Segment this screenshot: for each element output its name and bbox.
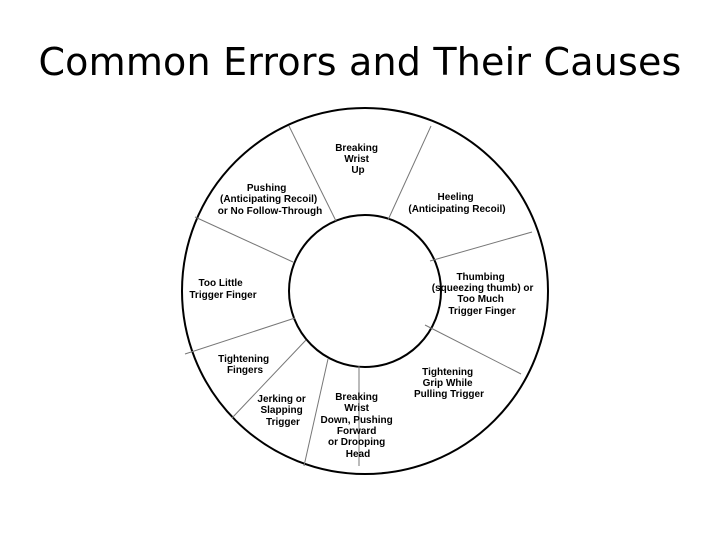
label-line: Up	[351, 165, 364, 176]
outer-ring	[181, 107, 549, 475]
label-line: Forward	[337, 426, 376, 437]
label-line: or Drooping	[328, 437, 385, 448]
label-line: Too Little	[198, 278, 243, 289]
label-line: (Anticipating Recoil)	[408, 204, 505, 215]
label-line: Trigger	[266, 417, 300, 428]
label-line: Tightening	[218, 354, 269, 365]
label-line: Trigger Finger	[448, 306, 515, 317]
divider-line	[429, 231, 533, 262]
label-line: Pulling Trigger	[414, 389, 484, 400]
label-thumbing: Thumbing (squeezing thumb) or Too Much T…	[432, 272, 536, 317]
label-line: Breaking	[335, 392, 378, 403]
divider-line	[194, 216, 294, 263]
label-line: Fingers	[227, 365, 264, 376]
divider-line	[231, 339, 307, 419]
label-line: Tightening	[422, 367, 473, 378]
label-line: (squeezing thumb) or	[432, 283, 534, 294]
label-line: Down, Pushing	[321, 415, 393, 426]
inner-circle	[288, 214, 442, 368]
label-line: Slapping	[260, 405, 302, 416]
label-jerking: Jerking or Slapping Trigger	[257, 394, 308, 428]
label-line: Heeling	[438, 192, 474, 203]
label-pushing: Pushing (Anticipating Recoil) or No Foll…	[218, 183, 322, 217]
label-breaking-wrist-down: Breaking Wrist Down, Pushing Forward or …	[321, 392, 396, 460]
label-too-little-trigger: Too Little Trigger Finger	[189, 278, 256, 301]
segment-dividers	[184, 125, 533, 467]
label-line: Wrist	[344, 154, 369, 165]
label-line: Wrist	[344, 403, 369, 414]
slide-title: Common Errors and Their Causes	[38, 40, 682, 84]
label-line: (Anticipating Recoil)	[220, 194, 317, 205]
label-line: or No Follow-Through	[218, 206, 322, 217]
divider-line	[303, 358, 329, 467]
label-line: Pushing	[247, 183, 286, 194]
label-line: Jerking or	[257, 394, 305, 405]
label-tightening-grip: Tightening Grip While Pulling Trigger	[414, 367, 484, 400]
label-line: Too Much	[457, 294, 503, 305]
label-line: Thumbing	[456, 272, 504, 283]
label-line: Head	[346, 449, 370, 460]
label-line: Breaking	[335, 143, 378, 154]
label-tightening-fingers: Tightening Fingers	[218, 354, 272, 376]
label-line: Trigger Finger	[189, 290, 256, 301]
divider-line	[387, 125, 432, 221]
divider-line	[424, 324, 522, 375]
label-breaking-wrist-up: Breaking Wrist Up	[335, 143, 381, 176]
divider-line	[288, 125, 337, 222]
label-line: Grip While	[423, 378, 473, 389]
label-heeling: Heeling (Anticipating Recoil)	[408, 192, 505, 215]
divider-line	[184, 317, 296, 355]
